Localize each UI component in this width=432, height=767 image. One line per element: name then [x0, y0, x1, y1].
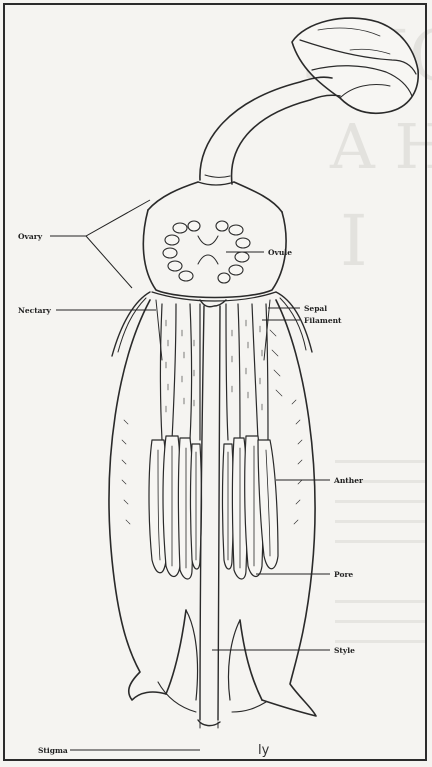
anthers	[149, 436, 278, 579]
label-sepal: Sepal	[304, 304, 327, 313]
label-ovule: Ovule	[268, 248, 292, 257]
label-nectary: Nectary	[18, 306, 51, 315]
label-filament: Filament	[304, 316, 342, 325]
label-stigma: Stigma	[38, 746, 68, 755]
label-ovary: Ovary	[18, 232, 43, 241]
label-style: Style	[334, 646, 355, 655]
label-anther: Anther	[333, 476, 364, 485]
sepals	[112, 292, 312, 356]
label-pore: Pore	[334, 570, 353, 579]
corolla	[109, 300, 316, 716]
pedicel	[200, 77, 340, 184]
filaments	[161, 304, 269, 440]
receptacle	[148, 182, 282, 212]
stigma	[198, 720, 220, 728]
artist-signature: ly	[258, 743, 270, 758]
